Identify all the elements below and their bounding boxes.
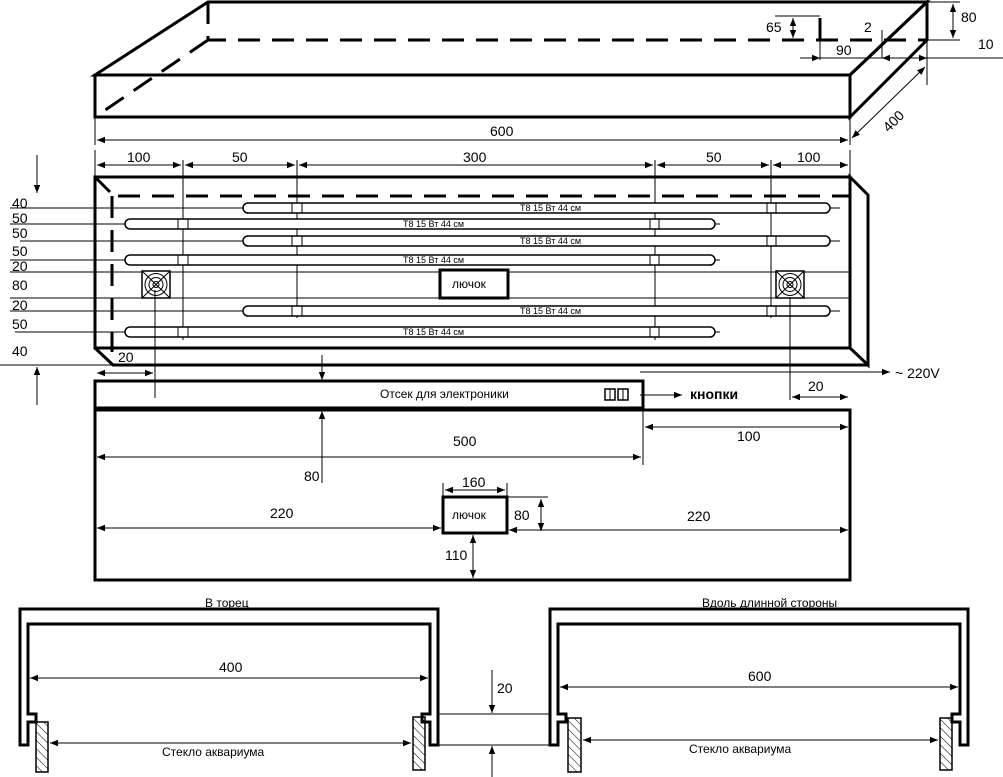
dim-depth-80: 80 bbox=[304, 468, 320, 484]
dim-right-offset: 20 bbox=[808, 378, 824, 394]
isometric-box: 65 2 90 80 10 600 400 bbox=[89, 0, 1003, 145]
dim-500: 500 bbox=[453, 433, 477, 449]
lamp-label: Т8 15 Вт 44 см bbox=[403, 219, 464, 229]
glass-pane bbox=[412, 716, 426, 771]
dim-left-1: 50 bbox=[12, 210, 28, 226]
gap-dimension: 20 bbox=[438, 670, 550, 777]
hatch bbox=[438, 268, 510, 300]
buttons-label: кнопки bbox=[690, 386, 738, 402]
dim-100: 100 bbox=[737, 428, 761, 444]
hatch-label: лючок bbox=[452, 277, 487, 291]
electronics-compartment: Отсек для электроники кнопки bbox=[93, 379, 738, 410]
glass-label: Стекло аквариума bbox=[689, 742, 792, 756]
dim-hatch-80: 80 bbox=[514, 507, 530, 523]
lamp-1: Т8 15 Вт 44 см bbox=[242, 202, 831, 214]
dim-65: 65 bbox=[766, 19, 782, 35]
section-long-title: Вдоль длинной стороны bbox=[702, 596, 837, 610]
lamp-4: Т8 15 Вт 44 см bbox=[124, 254, 716, 266]
dim-left-7: 50 bbox=[12, 316, 28, 332]
power-label: ~ 220V bbox=[895, 365, 940, 381]
glass-pane bbox=[567, 717, 582, 773]
section-long: Вдоль длинной стороны 600 Стекло аквариу… bbox=[548, 596, 970, 773]
section-end-title: В торец bbox=[205, 596, 249, 610]
dim-left-0: 40 bbox=[12, 195, 28, 211]
dim-top-4: 100 bbox=[797, 149, 821, 165]
dim-left-2: 50 bbox=[12, 225, 28, 241]
dim-left-4: 20 bbox=[12, 258, 28, 274]
dim-90: 90 bbox=[836, 42, 852, 58]
lamp-5: Т8 15 Вт 44 см bbox=[242, 305, 831, 317]
dim-right-220: 220 bbox=[687, 508, 711, 524]
lamp-label: Т8 15 Вт 44 см bbox=[403, 327, 464, 337]
dim-left-5: 80 bbox=[12, 277, 28, 293]
dim-600: 600 bbox=[490, 123, 514, 139]
plan-view: 100 50 300 50 100 40 50 50 bbox=[0, 149, 940, 405]
dim-left-3: 50 bbox=[12, 243, 28, 259]
dim-2: 2 bbox=[864, 19, 872, 35]
buttons-icon bbox=[604, 388, 629, 401]
glass-pane bbox=[35, 721, 49, 773]
dim-top-1: 50 bbox=[232, 149, 248, 165]
dim-fan-offset: 20 bbox=[118, 349, 134, 365]
dim-left-6: 20 bbox=[12, 297, 28, 313]
lamp-label: Т8 15 Вт 44 см bbox=[520, 236, 581, 246]
dim-top-2: 300 bbox=[463, 149, 487, 165]
bottom-view: 80 500 100 лючок 160 80 220 220 110 bbox=[93, 355, 852, 582]
dim-400: 400 bbox=[879, 107, 907, 135]
dim-10: 10 bbox=[978, 36, 994, 52]
hatch bbox=[441, 495, 509, 535]
dim-long-600: 600 bbox=[748, 668, 772, 684]
fan-icon bbox=[775, 270, 805, 299]
hatch-label: лючок bbox=[452, 508, 487, 522]
dim-left-220: 220 bbox=[270, 505, 294, 521]
dim-110: 110 bbox=[445, 547, 468, 563]
lamp-2: Т8 15 Вт 44 см bbox=[124, 218, 716, 230]
glass-pane bbox=[939, 717, 953, 771]
glass-label: Стекло аквариума bbox=[162, 745, 265, 759]
dim-160: 160 bbox=[462, 474, 486, 490]
lamp-label: Т8 15 Вт 44 см bbox=[520, 306, 581, 316]
dim-top-0: 100 bbox=[127, 149, 151, 165]
lamp-label: Т8 15 Вт 44 см bbox=[403, 255, 464, 265]
lamp-3: Т8 15 Вт 44 см bbox=[242, 235, 831, 247]
section-end: В торец 400 Стекло аквариума bbox=[18, 596, 440, 773]
dim-left-8: 40 bbox=[12, 343, 28, 359]
fan-icon bbox=[141, 270, 171, 299]
dim-gap-20: 20 bbox=[497, 680, 513, 696]
dim-end-400: 400 bbox=[219, 659, 243, 675]
lamp-label: Т8 15 Вт 44 см bbox=[520, 203, 581, 213]
dim-top-3: 50 bbox=[706, 149, 722, 165]
electronics-label: Отсек для электроники bbox=[380, 387, 509, 401]
dim-80: 80 bbox=[961, 9, 977, 25]
lamp-6: Т8 15 Вт 44 см bbox=[124, 326, 716, 338]
